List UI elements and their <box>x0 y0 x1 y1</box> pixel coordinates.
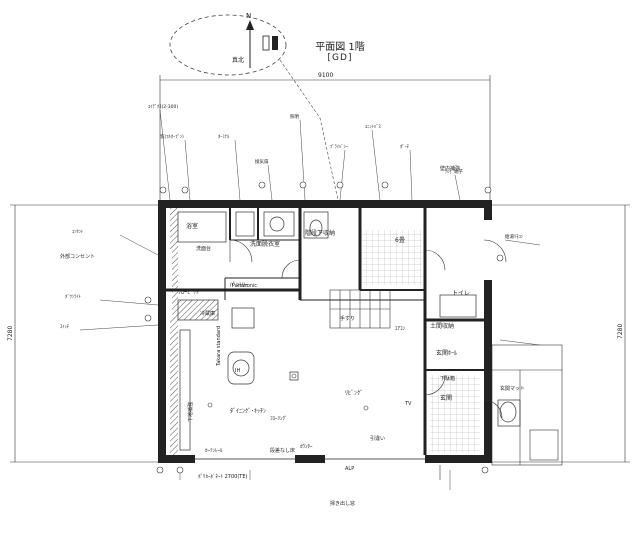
note-ih: IH <box>235 368 240 374</box>
note-tsukidashi: 掃き出し窓 <box>330 500 355 507</box>
note-wash-unit: 洗面台 <box>196 245 211 252</box>
dim-top: 9100 <box>318 72 333 79</box>
label-shoe-storage: 土間収納 <box>430 322 454 330</box>
note-window-2700: ﾎﾟﾘｶｰﾎﾞﾈｰﾄ 2700(TE) <box>198 473 247 480</box>
north-compass: 真北 N <box>169 12 287 76</box>
compass-note: 真北 <box>232 56 244 64</box>
annotation-11: ｽｲｯﾁ <box>60 324 70 330</box>
label-entrance-hall: 玄関ﾎｰﾙ <box>436 349 457 357</box>
label-living: ﾘﾋﾞﾝｸﾞ <box>345 390 363 397</box>
entrance-floor-grid <box>430 375 480 453</box>
note-curtain-rail: ｶｰﾃﾝﾚｰﾙ <box>205 448 223 454</box>
annotation-texts: ﾕｲﾃﾞｸｽ(2-300) 窓(ﾌﾙｵｰﾌﾟﾝ) ﾀｰﾐﾅﾙ 換気扇 照明 ﾌﾟ… <box>60 103 524 330</box>
note-ac: ｴｱｺﾝ <box>395 326 406 332</box>
label-entrance: 玄関 <box>440 394 452 402</box>
label-stair-storage: 階段下収納 <box>305 229 335 237</box>
annotation-2: ﾀｰﾐﾅﾙ <box>218 134 230 140</box>
porch-area <box>439 344 563 480</box>
label-dining-kitchen: ﾀﾞｲﾆﾝｸﾞ･ｷｯﾁﾝ <box>230 408 266 415</box>
room-labels: ﾘﾋﾞﾝｸﾞ ﾀﾞｲﾆﾝｸﾞ･ｷｯﾁﾝ 洗面脱衣室 玄関ﾎｰﾙ 玄関 土間収納 … <box>178 222 470 415</box>
annotation-10: ﾀﾞｳﾝﾗｲﾄ <box>65 293 81 300</box>
annotation-6: ﾕﾆｯﾄﾊﾞｽ <box>365 123 381 130</box>
note-outlet: 外部コンセント <box>60 253 95 260</box>
note-counter: ｶｳﾝﾀｰ <box>300 444 313 450</box>
note-kitchen-std: Takara standard <box>216 326 222 367</box>
note-no-step-floor: 段差なし床 <box>270 447 295 454</box>
note-shoe-box: 下駄箱 <box>440 375 455 382</box>
label-pantry: ﾊﾟﾝﾄﾘｰ <box>230 282 248 289</box>
annotation-0: ﾕｲﾃﾞｸｽ(2-300) <box>148 103 178 110</box>
north-label: N <box>246 12 251 20</box>
note-refrigerator: 冷蔵庫 <box>200 310 215 317</box>
label-tatami: 6畳 <box>395 237 405 244</box>
note-tv: TV <box>404 401 412 407</box>
plan-notes: 段差なし床 ﾎﾟﾘｶｰﾎﾞﾈｰﾄ 2700(TE) ALP 引違い 掃き出し窓 … <box>60 165 525 507</box>
note-panasonic: Panasonic <box>232 283 257 289</box>
label-washroom: 洗面脱衣室 <box>250 240 280 248</box>
plan-title: 平面図 1階 <box>315 42 365 53</box>
annotation-12: 給湯ﾘﾓｺﾝ <box>505 233 524 240</box>
annotation-5: ﾌﾟﾗｲﾊﾞｼｰ <box>330 143 349 150</box>
dim-left: 7280 <box>7 326 14 341</box>
outer-walls <box>158 200 492 463</box>
annotation-7: ﾎﾟｰﾁ <box>400 143 410 150</box>
tatami-grid <box>362 230 422 285</box>
note-handrail: 手すり <box>340 315 355 322</box>
stairs <box>329 289 391 329</box>
annotation-1: 窓(ﾌﾙｵｰﾌﾟﾝ) <box>160 133 184 140</box>
dim-right: 7280 <box>617 324 624 339</box>
interior-walls <box>166 208 484 455</box>
fixtures <box>177 211 521 451</box>
annotation-3: 換気扇 <box>255 158 269 165</box>
note-board: 下地補強 <box>187 402 194 422</box>
plan-subtitle: [GD] <box>327 53 353 63</box>
annotation-leaders <box>79 109 541 490</box>
markers <box>144 181 504 474</box>
note-window-alp: ALP <box>345 466 354 472</box>
annotation-8: ﾃﾚﾋﾞ端子 <box>445 168 463 175</box>
note-entrance-mat: 玄関マット <box>500 385 525 392</box>
label-closet: ｸﾛｰｾﾞｯﾄ <box>178 289 199 296</box>
note-flooring: ﾌﾛｰﾘﾝｸﾞ <box>270 415 288 422</box>
annotation-4: 照明 <box>290 114 299 120</box>
label-toilet: トイレ <box>452 290 470 297</box>
doors <box>229 239 507 419</box>
label-bath: 浴室 <box>186 222 198 230</box>
annotation-9: ｺﾝｾﾝﾄ <box>72 229 83 235</box>
note-sliding: 引違い <box>370 435 385 442</box>
dimension-lines: 9100 7280 7280 <box>7 72 630 463</box>
note-wall: 壁内補強 <box>440 165 460 172</box>
title-block: 平面図 1階 [GD] <box>300 38 380 63</box>
